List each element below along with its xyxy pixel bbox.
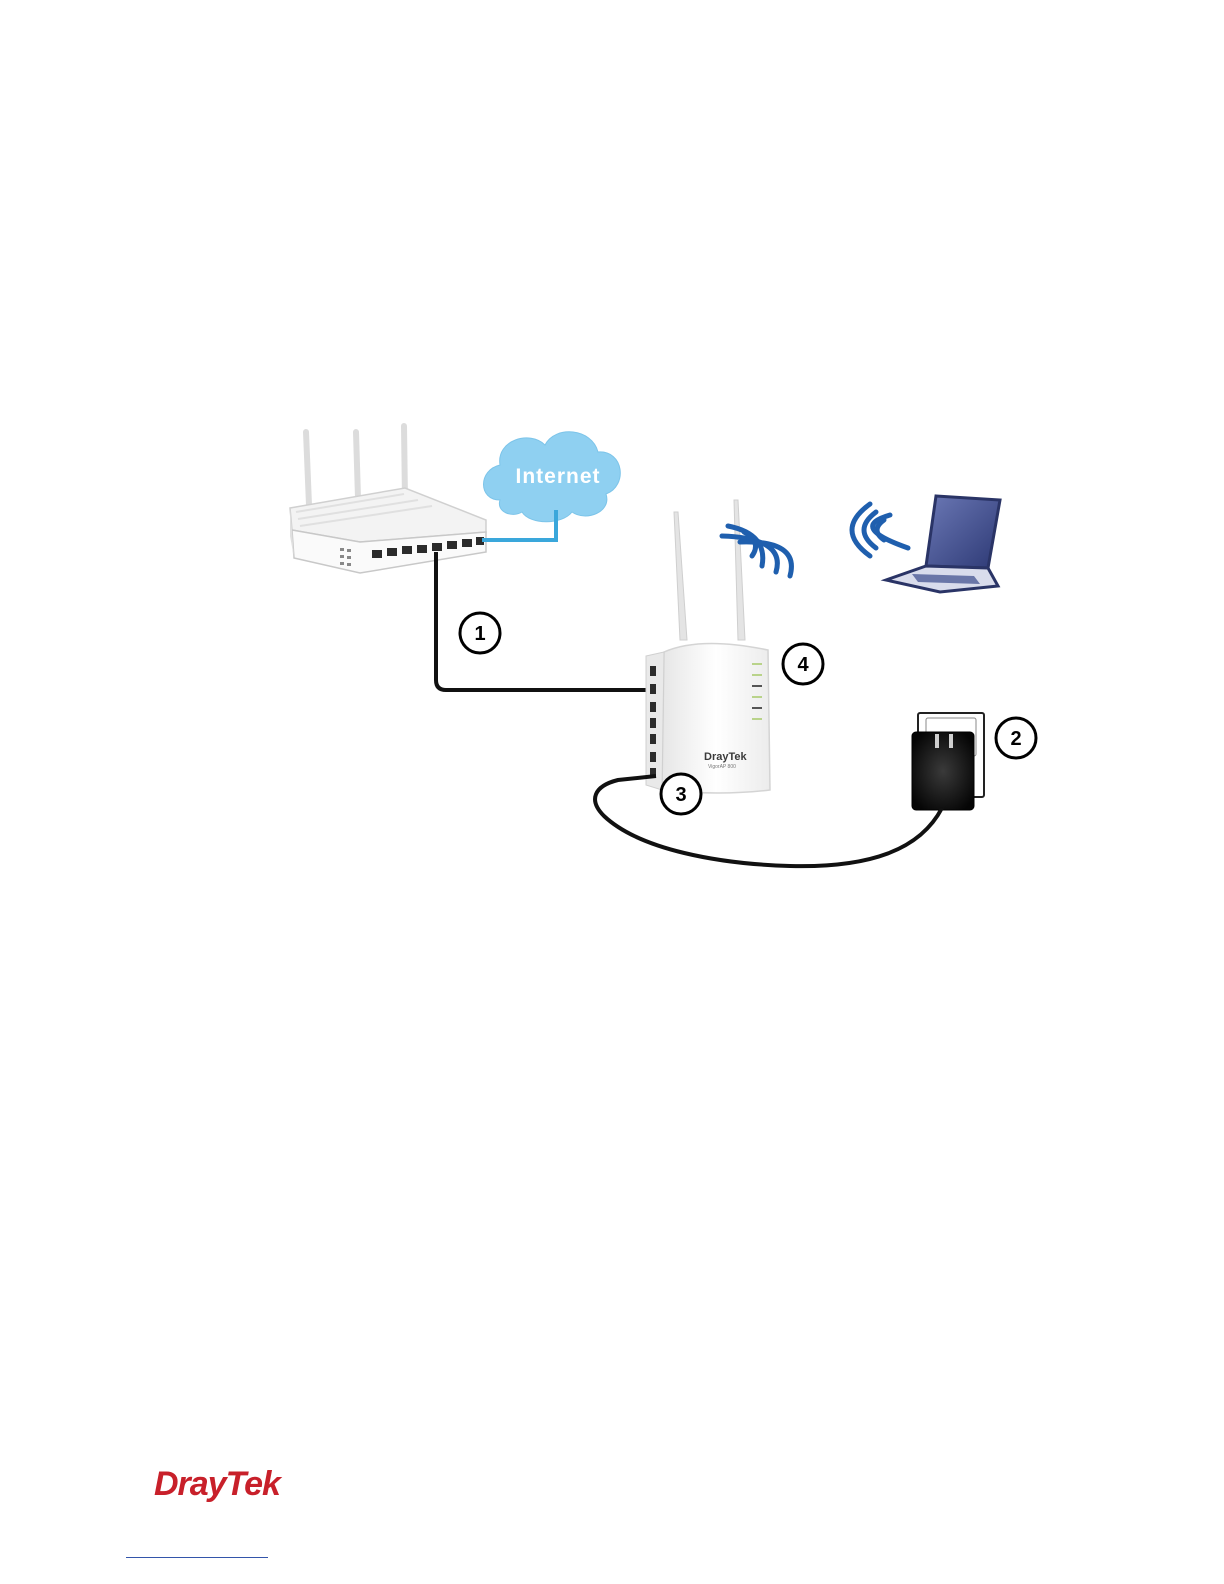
draytek-footer-logo: DrayTek [154,1465,280,1504]
ap-wifi-waves-icon [722,526,791,576]
internet-cloud-label: Internet [515,465,600,488]
callout-2-label: 2 [1010,728,1021,750]
router-antenna-left [306,432,309,505]
callout-3: 3 [661,774,701,814]
router-antenna-middle [356,432,358,498]
callout-2: 2 [996,718,1036,758]
callout-4-label: 4 [797,654,809,676]
footer-divider [126,1557,268,1558]
callout-1-label: 1 [474,623,485,645]
power-adapter [912,732,974,810]
callout-1: 1 [460,613,500,653]
callout-3-label: 3 [675,784,686,806]
internet-cloud: Internet [484,432,621,522]
ap-brand-label: DrayTek [704,751,747,763]
laptop-wifi-waves-icon [852,504,908,556]
ap-antenna-left [674,512,687,640]
ap-model-label: VigorAP 800 [708,764,736,770]
ap-antenna-right [734,500,745,640]
callout-4: 4 [783,644,823,684]
router-device [290,426,486,573]
